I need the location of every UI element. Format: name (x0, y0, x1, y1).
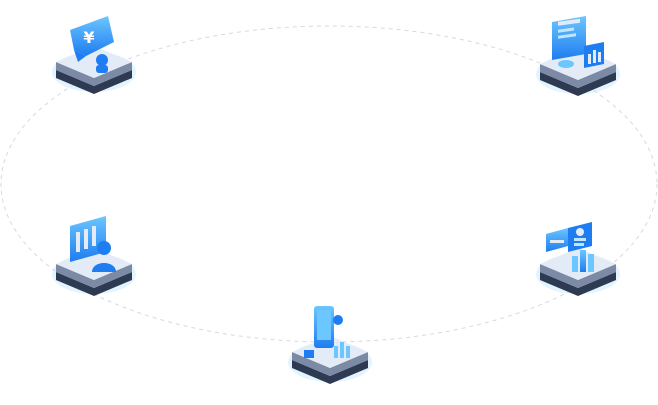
phone-data-chart-icon (288, 306, 372, 384)
monitor-dashboard-icon (536, 16, 620, 96)
report-chart-board-icon (536, 222, 620, 296)
node-analytics[interactable] (528, 12, 628, 112)
yen-glyph: ¥ (83, 28, 94, 47)
node-mobile-data[interactable] (280, 300, 380, 400)
node-finance[interactable]: ¥ (44, 10, 144, 110)
yen-chat-bubble-icon: ¥ (52, 16, 136, 94)
node-team-profile[interactable] (44, 212, 144, 312)
node-reports[interactable] (528, 212, 628, 312)
person-profile-board-icon (52, 216, 136, 296)
